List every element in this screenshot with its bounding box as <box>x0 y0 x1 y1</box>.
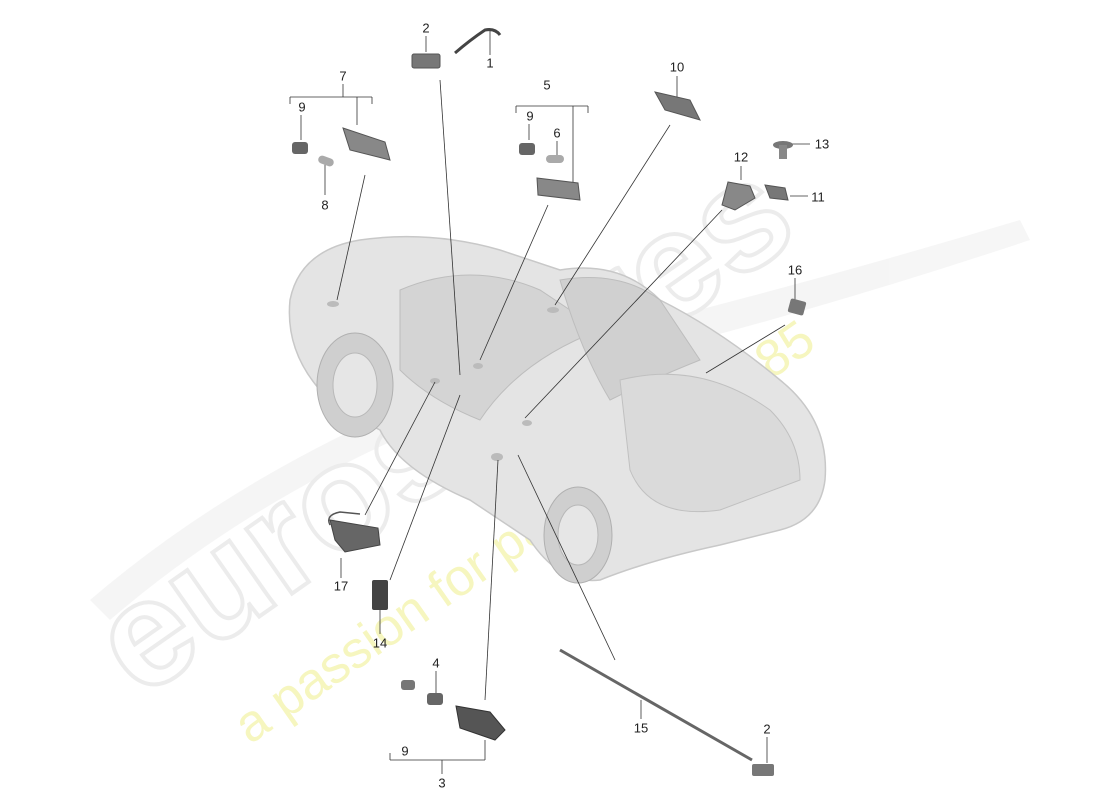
part-9-holder-a[interactable] <box>292 142 308 154</box>
callout-15[interactable]: 15 <box>633 720 649 736</box>
callout-8[interactable]: 8 <box>321 197 329 213</box>
callout-9[interactable]: 9 <box>526 108 534 124</box>
callout-1[interactable]: 1 <box>486 55 494 71</box>
part-15-light-guide[interactable] <box>559 648 753 762</box>
callout-7[interactable]: 7 <box>339 68 347 84</box>
part-4-bulb[interactable] <box>427 693 443 705</box>
part-6-bulb[interactable] <box>546 155 564 163</box>
callout-16[interactable]: 16 <box>787 262 803 278</box>
part-8-bulb[interactable] <box>317 155 335 168</box>
callout-6[interactable]: 6 <box>553 125 561 141</box>
part-9-holder-b[interactable] <box>519 143 535 155</box>
part-7-light-assembly[interactable] <box>342 127 391 161</box>
part-1-harness[interactable] <box>454 28 502 55</box>
callout-9[interactable]: 9 <box>298 99 306 115</box>
leader-lines <box>289 30 810 774</box>
part-16-lamp[interactable] <box>787 298 807 316</box>
part-14-switch[interactable] <box>372 580 388 610</box>
callout-17[interactable]: 17 <box>333 578 349 594</box>
callout-2[interactable]: 2 <box>763 721 771 737</box>
callout-5[interactable]: 5 <box>543 77 551 93</box>
car-illustration <box>288 235 827 584</box>
callout-12[interactable]: 12 <box>733 149 749 165</box>
callout-2[interactable]: 2 <box>422 20 430 36</box>
part-2-socket-bottom[interactable] <box>752 764 774 776</box>
callout-14[interactable]: 14 <box>372 635 388 651</box>
callout-9[interactable]: 9 <box>401 743 409 759</box>
part-13-screw[interactable] <box>773 141 793 159</box>
part-9-holder-c[interactable] <box>401 680 415 690</box>
part-10-luggage-light[interactable] <box>654 91 701 121</box>
part-5-roof-light[interactable] <box>536 177 581 201</box>
callout-4[interactable]: 4 <box>432 655 440 671</box>
callout-3[interactable]: 3 <box>438 775 446 791</box>
part-2-socket-top[interactable] <box>411 53 441 69</box>
callout-11[interactable]: 11 <box>811 189 825 205</box>
part-17-lamp-harness[interactable] <box>328 511 381 553</box>
part-12-bracket[interactable] <box>721 181 756 211</box>
part-11-clip-nut[interactable] <box>764 184 789 201</box>
part-3-door-light[interactable] <box>455 705 506 741</box>
callout-13[interactable]: 13 <box>814 136 830 152</box>
callout-10[interactable]: 10 <box>669 59 685 75</box>
